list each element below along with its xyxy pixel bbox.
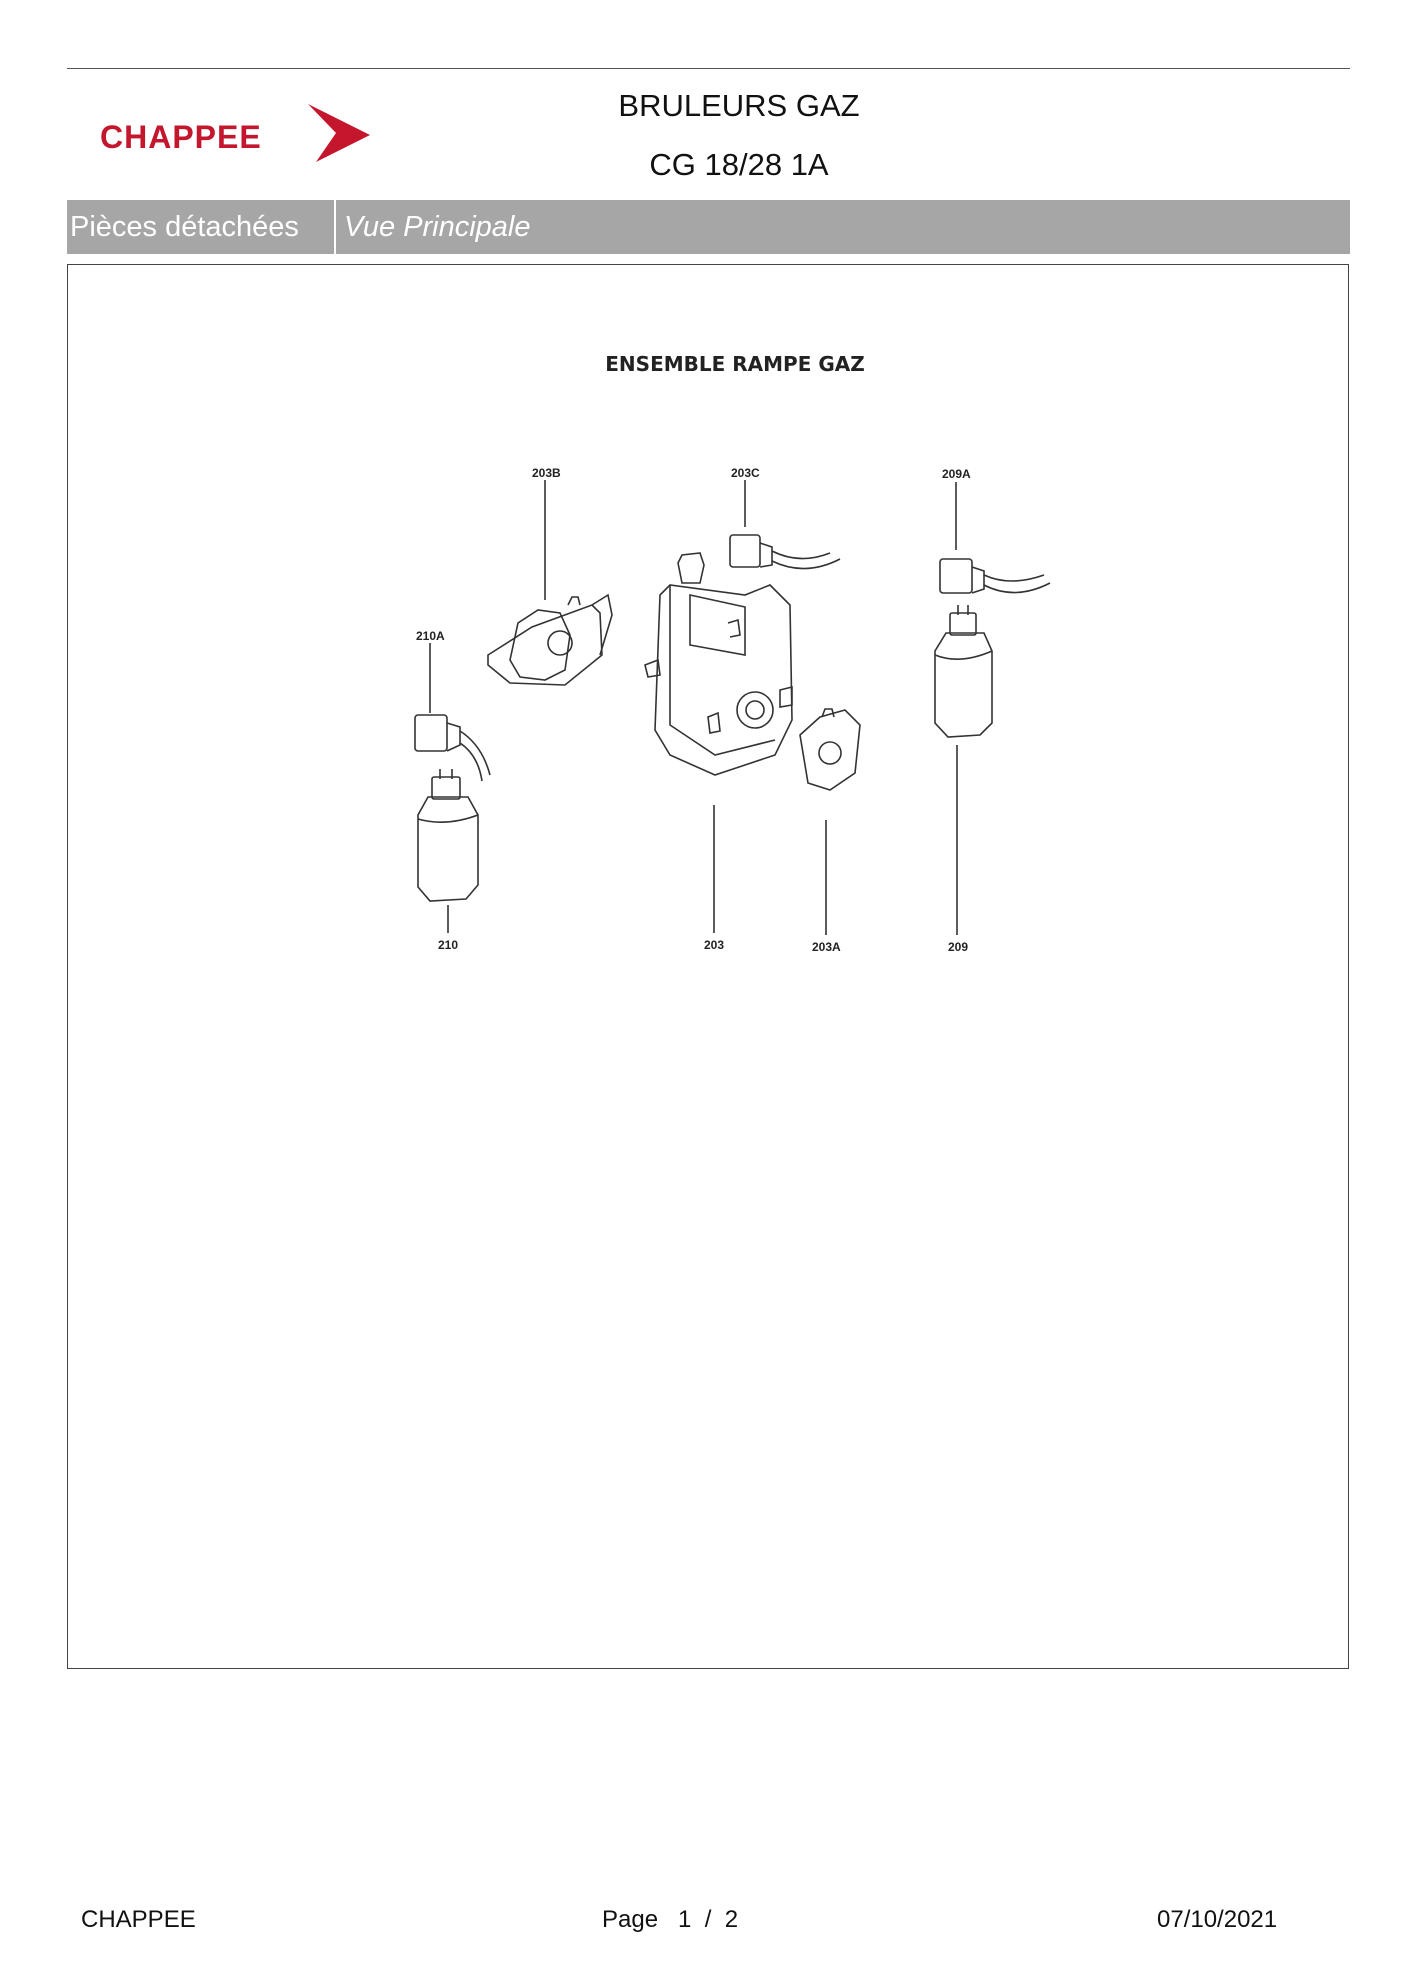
logo-text: CHAPPEE bbox=[100, 119, 262, 155]
callout-203b: 203B bbox=[532, 466, 561, 480]
part-209-coil bbox=[934, 605, 993, 738]
chappee-logo: CHAPPEE bbox=[100, 102, 372, 164]
section-bar: Pièces détachées Vue Principale bbox=[67, 200, 1350, 254]
part-203c-connector bbox=[729, 534, 841, 570]
callout-203c: 203C bbox=[731, 466, 760, 480]
part-209a-connector bbox=[939, 558, 1051, 594]
part-203-gas-valve bbox=[644, 552, 793, 776]
callout-203a: 203A bbox=[812, 940, 841, 954]
part-203b-flange bbox=[487, 593, 613, 686]
footer-brand: CHAPPEE bbox=[81, 1906, 196, 1933]
diagram-title: ENSEMBLE RAMPE GAZ bbox=[605, 352, 865, 376]
document-title: BRULEURS GAZ bbox=[618, 88, 860, 123]
callout-210a: 210A bbox=[416, 629, 445, 643]
callout-203: 203 bbox=[704, 938, 724, 952]
part-210a-connector bbox=[414, 714, 491, 782]
callout-210: 210 bbox=[438, 938, 458, 952]
callout-209a: 209A bbox=[942, 467, 971, 481]
logo-chevron-icon bbox=[308, 104, 370, 162]
document-model: CG 18/28 1A bbox=[649, 147, 829, 182]
part-203a-flange bbox=[799, 708, 861, 791]
exploded-parts-drawing: 203B 203C 209A 210A 210 203 203A 209 bbox=[414, 466, 1051, 954]
part-210-coil bbox=[417, 769, 479, 902]
diagram-frame bbox=[67, 264, 1349, 1669]
callout-209: 209 bbox=[948, 940, 968, 954]
footer-page-number: Page 1 / 2 bbox=[602, 1906, 739, 1933]
section-label: Pièces détachées bbox=[67, 200, 336, 254]
footer-date: 07/10/2021 bbox=[1157, 1906, 1278, 1933]
header-rule bbox=[67, 68, 1350, 69]
view-label: Vue Principale bbox=[344, 211, 531, 243]
